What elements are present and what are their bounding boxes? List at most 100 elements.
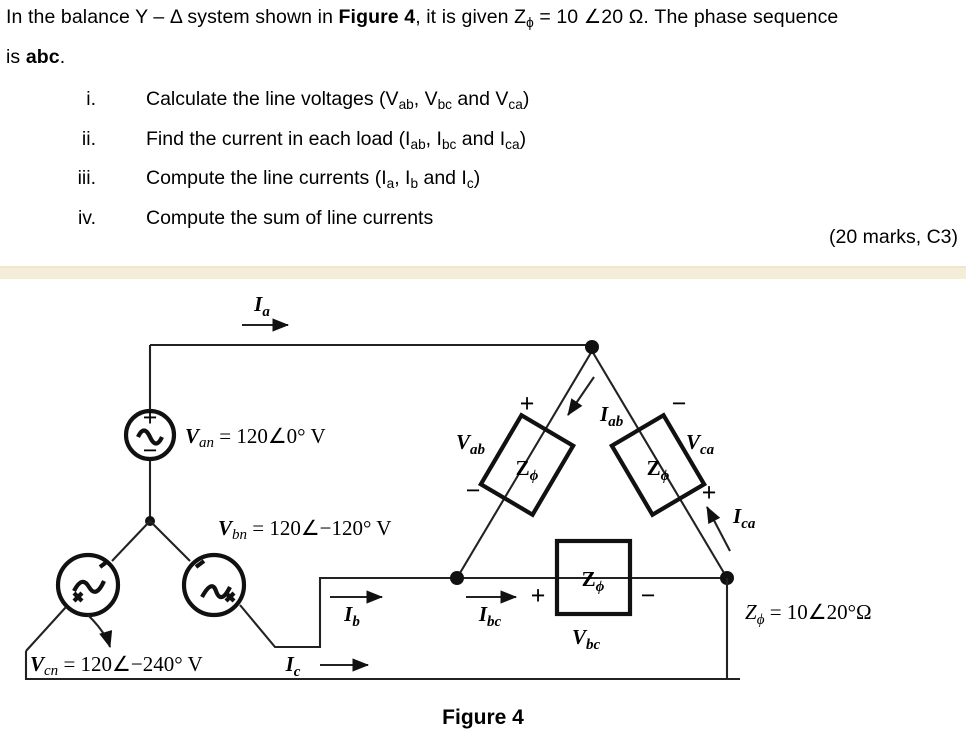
z-ab-label: Z [516,456,530,480]
z-ca-label: Z [647,456,661,480]
item-text-mid2: and I [418,167,467,190]
label-Ia-sub: a [262,304,270,320]
item-text: Find the current in each load (Iab, Ibc … [104,122,526,162]
q1-tail: = 10 ∠20 Ω. The phase sequence [533,6,839,28]
source-vbn [181,552,247,618]
label-vbn: Vbn = 120∠−120° V [218,516,391,543]
label-Ica-sub: ca [741,516,756,532]
item-sub-1: a [386,176,395,192]
label-Ib-sub: b [352,614,360,630]
current-arrow-Ia: Ia [242,292,290,332]
q2-sequence: abc [25,45,60,68]
list-item: iii. Compute the line currents (Ia, Ib a… [0,161,966,201]
list-item: iv. Compute the sum of line currents [0,201,966,235]
q1-post: , it is given Z [415,6,527,28]
delta-edge-ab [456,350,593,579]
current-arrow-Ic: Ic [285,652,370,680]
item-sub-1: ab [398,96,414,112]
label-Iab-sub: ab [608,414,624,430]
current-arrow-Ica: Ica [706,504,756,552]
svg-text:Zϕ: Zϕ [582,567,605,595]
current-arrow-Ib: Ib [330,590,384,630]
label-Vca: Vca [686,430,715,458]
z-bc-label: Z [582,567,596,591]
item-text-tail: ) [473,167,481,190]
load-z-ab: Zϕ [477,412,577,518]
item-text-tail: ) [519,127,527,150]
item-sub-1: ab [410,136,426,152]
polarity-vbc-plus: + [531,581,546,610]
item-sub-3: ca [505,136,520,152]
label-Ica-symbol: I [732,504,742,528]
item-text-mid2: and V [452,87,509,110]
item-sub-3: c [466,176,474,192]
label-Iab-symbol: I [599,402,609,426]
marks-note: (20 marks, C3) [829,226,958,248]
delta-vertex-b [450,571,464,585]
wire-bottom-return [24,651,740,681]
label-Ibc-sub: bc [487,614,502,630]
question-block: In the balance Y – Δ system shown in Fig… [0,0,966,248]
q1-pre: In the balance Y – Δ system shown in [6,6,339,28]
question-line-2: is abc. [0,40,966,74]
source-van-plus: + [143,403,158,432]
item-numeral: iii. [77,167,96,190]
label-Vbc: Vbc [572,625,601,653]
svg-text:Ibc: Ibc [478,602,502,630]
list-item: ii. Find the current in each load (Iab, … [0,122,966,162]
polarity-vab-plus: + [520,389,535,418]
label-Ia-symbol: I [253,292,263,316]
section-divider-band [0,266,966,279]
item-text-main: Find the current in each load (I [146,127,411,150]
wire-neutral-to-vbn [149,520,191,562]
wire-phase-b [239,576,457,649]
source-vcn [55,552,121,618]
item-text-tail: ) [522,87,530,110]
list-item: i. Calculate the line voltages (Vab, Vbc… [0,82,966,122]
q1-z-subscript: ϕ [526,14,534,30]
figure-caption: Figure 4 [442,706,524,729]
item-text: Calculate the line voltages (Vab, Vbc an… [104,82,529,122]
svg-text:Zϕ: Zϕ [516,456,539,484]
item-text-mid2: and I [456,127,506,150]
label-Ic-sub: c [294,664,301,680]
wire-neutral-to-vcn [111,520,151,562]
label-Ibc-symbol: I [478,602,488,626]
item-text-mid: , I [394,167,411,190]
pointer-vcn [87,614,113,649]
item-text: Compute the sum of line currents [146,207,434,230]
polarity-vca-plus: + [702,478,717,507]
item-numeral: i. [86,87,96,110]
item-sub-3: ca [508,96,523,112]
item-text-main: Calculate the line voltages (V [146,87,399,110]
item-sub-2: bc [441,136,457,152]
polarity-vab-minus: − [466,476,481,505]
current-arrow-Ibc: Ibc [466,590,518,630]
svg-text:Ic: Ic [285,652,301,680]
question-line-1: In the balance Y – Δ system shown in Fig… [0,0,966,40]
polarity-vbc-minus: − [641,581,656,610]
circuit-diagram: Ia + − Van = 120∠0° V Vcn = 120∠−240° V … [24,292,872,681]
svg-text:Zϕ: Zϕ [647,456,670,484]
polarity-vca-minus: − [672,389,687,418]
label-Ib-symbol: I [343,602,353,626]
wire-vcn-out [25,606,67,652]
item-text-mid: , V [413,87,438,110]
item-text: Compute the line currents (Ia, Ib and Ic… [104,161,480,201]
load-z-ca: Zϕ [608,412,708,518]
z-bc-sub: ϕ [596,579,605,595]
load-z-bc: Zϕ [554,538,633,617]
label-vcn: Vcn = 120∠−240° V [30,652,203,679]
delta-vertex-a [585,340,599,354]
label-Ic-symbol: I [285,652,295,676]
item-sub-2: b [410,176,419,192]
source-van-minus: − [143,436,158,465]
item-numeral: iv. [77,207,96,230]
q1-figure-ref: Figure 4 [338,6,416,28]
current-arrow-Iab: Iab [567,376,624,430]
item-text-main: Compute the line currents (I [146,167,387,190]
q2-post: . [59,45,66,68]
item-sub-2: bc [437,96,453,112]
svg-text:Ica: Ica [732,504,756,532]
q2-pre: is [6,45,26,68]
